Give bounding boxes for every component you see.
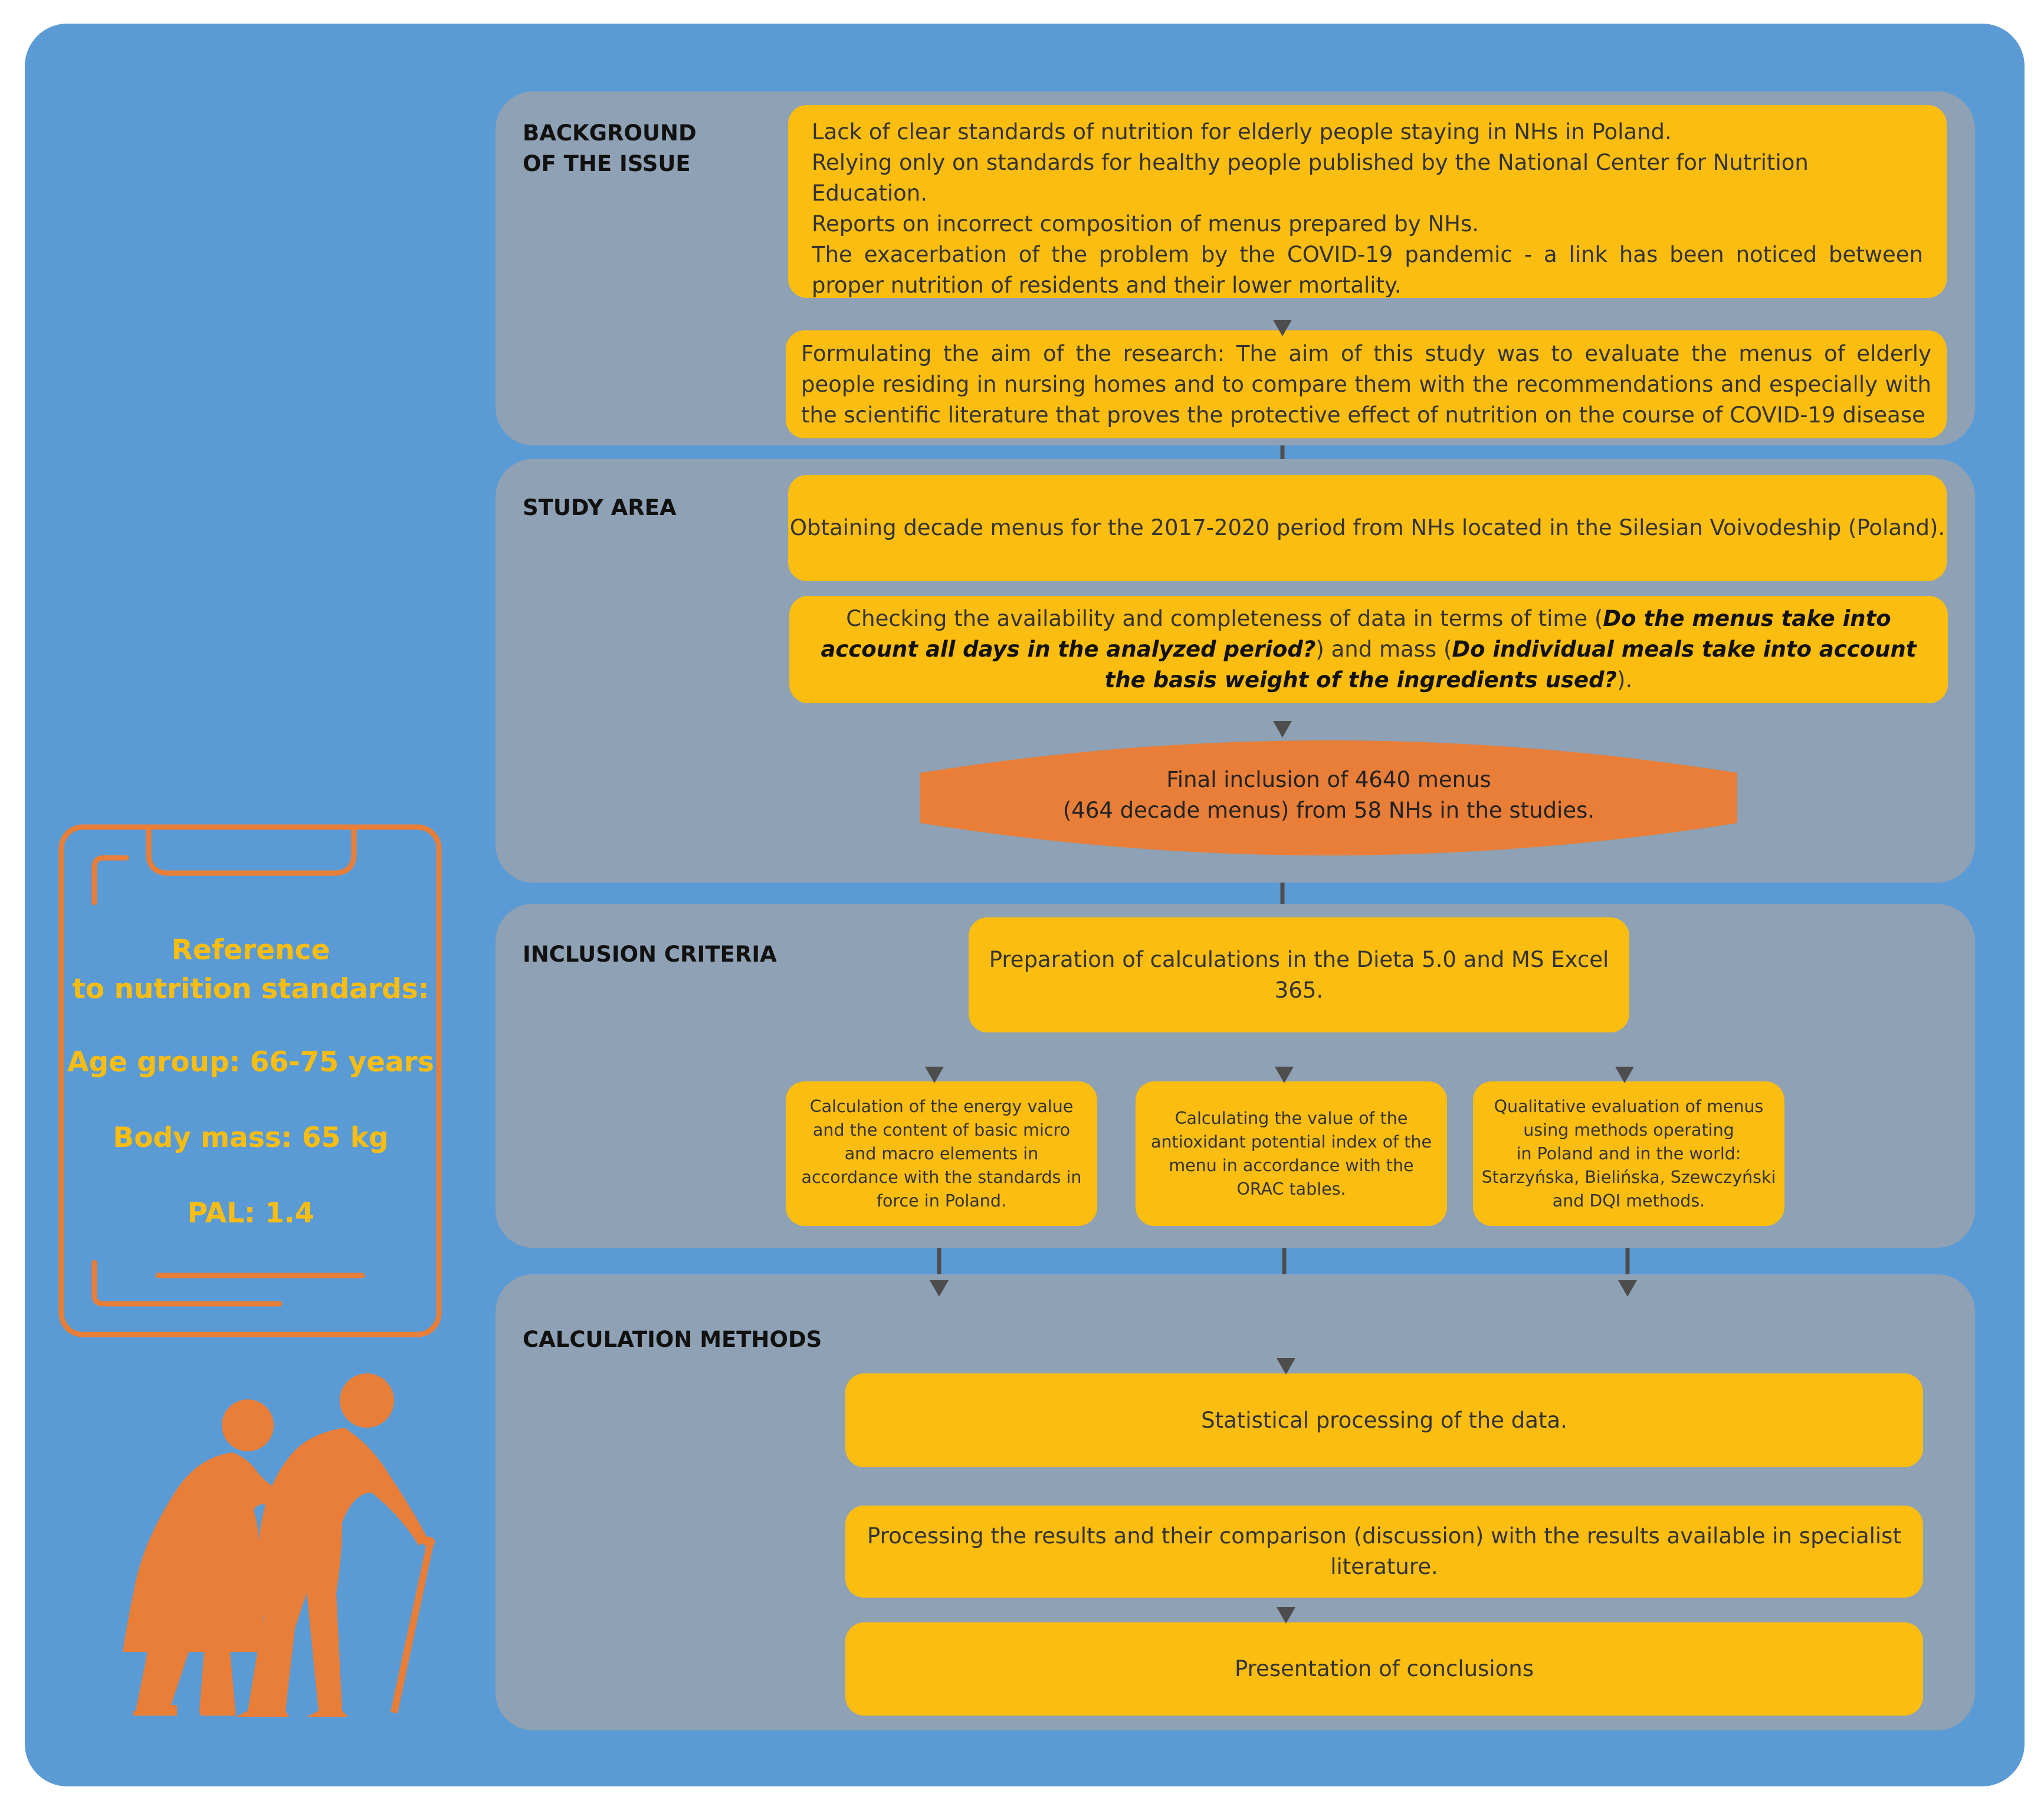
statistical-processing-text: Statistical processing of the data. [1201, 1407, 1567, 1433]
obtaining-menus-box: Obtaining decade menus for the 2017-2020… [788, 475, 1947, 581]
results-processing-box: Processing the results and their compari… [845, 1506, 1923, 1598]
obtaining-menus-text: Obtaining decade menus for the 2017-2020… [789, 515, 1945, 540]
antioxidant-calc-text: Calculating the value of the antioxidant… [1151, 1108, 1432, 1199]
data-check-text: Checking the availability and completene… [821, 606, 1917, 693]
qualitative-eval-box: Qualitative evaluation of menus using me… [1473, 1081, 1784, 1226]
issue-line-1: Lack of clear standards of nutrition for… [812, 119, 1672, 145]
research-aim-box: Formulating the aim of the research: The… [786, 330, 1947, 438]
arrowhead-aim [1273, 320, 1292, 336]
results-processing-text: Processing the results and their compari… [867, 1523, 1901, 1579]
panel-title-inclusion: INCLUSION CRITERIA [523, 942, 777, 967]
issue-line-2: Relying only on standards for healthy pe… [812, 150, 1809, 206]
arrowhead-qualitative [1615, 1067, 1634, 1083]
research-aim-text: Formulating the aim of the research: The… [801, 340, 1931, 428]
energy-calc-text: Calculation of the energy value and the … [801, 1096, 1082, 1211]
preparation-text: Preparation of calculations in the Dieta… [989, 946, 1609, 1003]
reference-body-mass: Body mass: 65 kg [113, 1122, 389, 1154]
energy-calc-box: Calculation of the energy value and the … [786, 1081, 1097, 1226]
qualitative-eval-text: Qualitative evaluation of menus using me… [1481, 1096, 1776, 1211]
panel-title-background: BACKGROUND OF THE ISSUE [523, 120, 697, 176]
antioxidant-calc-box: Calculating the value of the antioxidant… [1136, 1081, 1447, 1226]
arrowhead-merge-right [1618, 1280, 1637, 1297]
conclusions-box: Presentation of conclusions [845, 1622, 1923, 1716]
panel-title-calculation: CALCULATION METHODS [523, 1327, 822, 1352]
arrowhead-energy [925, 1067, 944, 1083]
reference-heading: Reference to nutrition standards: [72, 934, 429, 1005]
panel-title-study-area: STUDY AREA [523, 495, 677, 520]
reference-age-group: Age group: 66-75 years [67, 1046, 434, 1078]
statistical-processing-box: Statistical processing of the data. [845, 1373, 1923, 1467]
conclusions-text: Presentation of conclusions [1235, 1656, 1534, 1681]
final-inclusion-shape [920, 740, 1737, 855]
data-check-box: Checking the availability and completene… [789, 596, 1948, 703]
arrowhead-merge-left [930, 1280, 949, 1297]
arrowhead-conclusions [1277, 1607, 1295, 1624]
preparation-box: Preparation of calculations in the Dieta… [969, 917, 1629, 1032]
issue-line-3: Reports on incorrect composition of menu… [812, 211, 1479, 237]
reference-pal: PAL: 1.4 [187, 1197, 314, 1229]
issue-line-4: The exacerbation of the problem by the C… [812, 242, 1923, 298]
arrowhead-statistical [1277, 1358, 1295, 1375]
background-issues-box: Lack of clear standards of nutrition for… [788, 105, 1947, 298]
arrowhead-antioxidant [1275, 1067, 1294, 1083]
final-inclusion-text: Final inclusion of 4640 menus (464 decad… [1062, 767, 1595, 823]
arrowhead-final [1273, 721, 1292, 737]
